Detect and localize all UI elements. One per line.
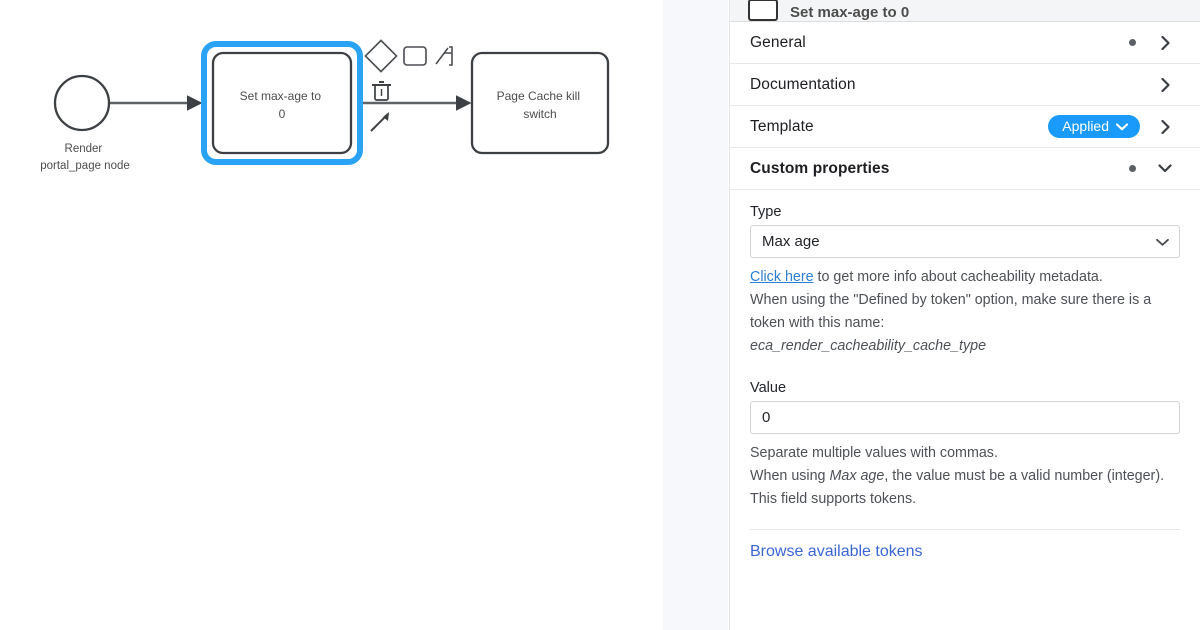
chevron-right-icon[interactable] — [1158, 119, 1172, 134]
custom-properties-body: Type Max age Click here to get more info… — [730, 190, 1200, 511]
group-documentation-label: Documentation — [750, 75, 856, 93]
append-gateway-icon[interactable] — [364, 39, 398, 73]
group-custom-properties-label: Custom properties — [750, 159, 890, 177]
chevron-down-icon[interactable] — [1115, 119, 1129, 133]
task-label-set-max-age: Set max-age to 0 — [240, 89, 325, 121]
append-intermediate-event-icon[interactable] — [435, 46, 453, 66]
value-helper-line-3: This field supports tokens. — [750, 491, 917, 507]
panel-divider — [750, 529, 1180, 530]
value-field-label: Value — [750, 380, 787, 396]
delete-icon[interactable] — [372, 81, 391, 101]
group-custom-properties-dot-marker — [1129, 165, 1136, 172]
task-page-cache-kill-switch[interactable] — [470, 51, 610, 155]
value-input[interactable]: 0 — [750, 401, 1180, 434]
task-shape-icon — [748, 0, 778, 21]
type-helper-text-2: When using the "Defined by token" option… — [750, 292, 1152, 331]
type-helper-token-name: eca_render_cacheability_cache_type — [750, 338, 987, 354]
template-applied-badge[interactable]: Applied — [1048, 115, 1140, 138]
context-pad[interactable] — [364, 39, 453, 132]
value-input-value: 0 — [762, 409, 771, 426]
canvas-panel-gutter — [663, 0, 728, 630]
chevron-right-icon[interactable] — [1158, 35, 1172, 50]
group-custom-properties[interactable]: Custom properties — [730, 148, 1200, 190]
group-general-label: General — [750, 33, 806, 51]
group-general[interactable]: General — [730, 22, 1200, 64]
type-select-value: Max age — [762, 233, 820, 250]
type-field-helper: Click here to get more info about cachea… — [750, 266, 1180, 358]
cacheability-info-link[interactable]: Click here — [750, 269, 814, 285]
type-field-label: Type — [750, 204, 782, 220]
panel-header-title: Set max-age to 0 — [790, 4, 910, 21]
chevron-down-icon[interactable] — [1156, 233, 1169, 250]
value-helper-line-2-em: Max age — [829, 468, 885, 484]
group-template[interactable]: Template Applied — [730, 106, 1200, 148]
value-field-helper: Separate multiple values with commas. Wh… — [750, 442, 1180, 511]
type-select[interactable]: Max age — [750, 225, 1180, 258]
task-set-max-age[interactable] — [211, 51, 353, 155]
template-applied-badge-label: Applied — [1062, 118, 1109, 134]
bpmn-canvas[interactable]: Set max-age to 0 Page Cache kill switch … — [0, 0, 663, 630]
value-helper-line-1: Separate multiple values with commas. — [750, 445, 998, 461]
browse-available-tokens-link[interactable]: Browse available tokens — [750, 543, 923, 560]
value-helper-line-2-post: , the value must be a valid number (inte… — [884, 468, 1165, 484]
start-event[interactable] — [53, 74, 111, 132]
chevron-right-icon[interactable] — [1158, 77, 1172, 92]
start-event-label: Render portal_page node — [40, 143, 130, 172]
connect-icon[interactable] — [370, 112, 389, 132]
group-template-label: Template — [750, 117, 814, 135]
properties-panel: Set max-age to 0 General Documentation T… — [729, 0, 1200, 630]
append-task-icon[interactable] — [403, 46, 427, 66]
selection-outline — [201, 41, 363, 165]
type-helper-text-1: to get more info about cacheability meta… — [813, 269, 1103, 285]
task-label-page-cache-kill-switch: Page Cache kill switch — [497, 89, 584, 121]
gutter-edge — [728, 0, 729, 630]
panel-header: Set max-age to 0 — [730, 0, 1200, 22]
chevron-down-icon[interactable] — [1158, 164, 1172, 173]
value-helper-line-2-pre: When using — [750, 468, 830, 484]
group-documentation[interactable]: Documentation — [730, 64, 1200, 106]
group-general-dot-marker — [1129, 39, 1136, 46]
